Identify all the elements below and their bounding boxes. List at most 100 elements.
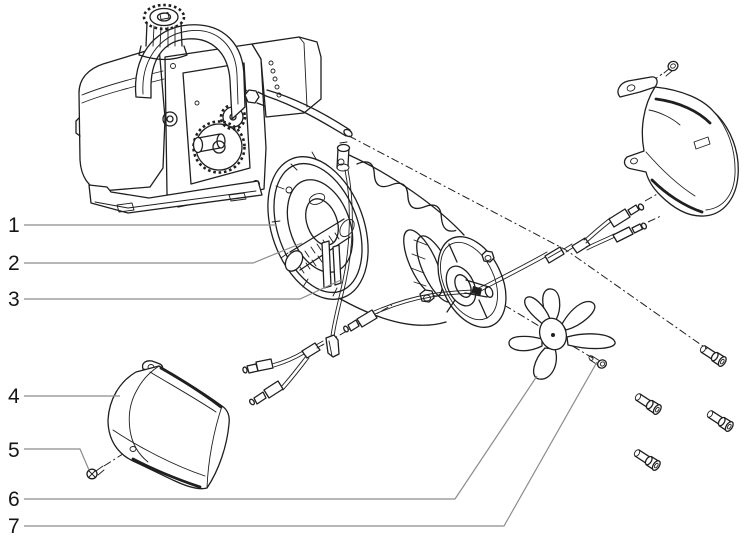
baffle-bottom-band xyxy=(131,457,202,489)
middle-connector xyxy=(356,309,378,328)
lower-connector-1-tip-body xyxy=(246,363,259,374)
harness-wire-1 xyxy=(373,251,548,312)
middle-connector-body xyxy=(347,319,360,332)
baffle-screw-drawing xyxy=(86,465,105,480)
clamp-strip-1 xyxy=(321,240,332,289)
inline-sleeve xyxy=(544,246,565,264)
spade-terminal xyxy=(325,334,340,358)
fan-screw-tip xyxy=(588,355,594,361)
main-assembly-axis xyxy=(348,135,708,350)
base-feet xyxy=(116,192,247,213)
clamp-strip-2 xyxy=(332,244,342,286)
lower-connector-2-tip-body xyxy=(253,391,267,405)
frame-hole-3 xyxy=(170,63,176,69)
terminal-stud-cap xyxy=(339,141,348,144)
brush-cylinder-end xyxy=(284,250,304,272)
baffle-screw-axis xyxy=(103,449,130,467)
wire-run-2 xyxy=(333,169,353,338)
callout-leader-line-5 xyxy=(24,448,90,471)
flange-outer-rim xyxy=(267,156,369,300)
callout-leader-lines xyxy=(24,224,598,527)
lower-connector-1-tip xyxy=(242,366,248,374)
conduit-tube xyxy=(265,89,351,137)
socket-screw-3 xyxy=(706,410,734,432)
fan-hub-center xyxy=(551,333,555,337)
fan-blade-bottom xyxy=(532,347,557,380)
flange-facets xyxy=(271,151,338,297)
wire-harness-upper-drawing xyxy=(373,203,648,315)
bell-nut-top-face xyxy=(484,255,492,261)
flange-hole-3 xyxy=(337,158,345,166)
shroud-screw-drawing xyxy=(663,60,679,77)
brush-assembly-drawing xyxy=(284,218,355,289)
lower-branch-wire-1 xyxy=(271,350,305,368)
lower-y-sleeve xyxy=(301,342,321,359)
lower-connector-1 xyxy=(255,358,274,372)
fan-blade-upper-right xyxy=(561,300,596,331)
callout-number-3: 3 xyxy=(8,288,20,311)
gear-frame-opening xyxy=(182,62,251,185)
gear-shaft-end xyxy=(192,136,204,154)
callout-numbers: 1 2 3 4 5 6 7 xyxy=(8,214,20,538)
fan-blade-right xyxy=(566,333,616,350)
field-wire-squiggle xyxy=(356,161,457,232)
frame-pin xyxy=(194,100,200,106)
callout-leader-line-3 xyxy=(24,279,342,300)
motor-mount-screws-drawing xyxy=(633,345,734,471)
fan-blade-lower-left xyxy=(508,335,543,352)
callout-number-1: 1 xyxy=(8,214,20,237)
bullet-connector-1 xyxy=(608,208,631,228)
callout-leader-line-7 xyxy=(24,361,598,527)
socket-screw-1 xyxy=(699,345,727,367)
knob-top xyxy=(149,7,179,27)
callout-leader-line-2 xyxy=(24,242,303,264)
motor-assembly-drawing xyxy=(267,141,507,358)
knob-center-square xyxy=(159,12,170,20)
gearbox-assembly-drawing xyxy=(75,3,353,214)
lower-branch-wire-2 xyxy=(279,355,310,391)
gear-shaft xyxy=(197,133,221,153)
shroud-top-ear-hole xyxy=(626,84,636,92)
housing-seams xyxy=(81,70,165,104)
motor-flange-drawing xyxy=(267,151,369,300)
callout-number-2: 2 xyxy=(8,252,20,275)
housing-left-notch xyxy=(75,117,81,137)
pressure-knob xyxy=(138,3,188,61)
fan-screw-shank xyxy=(589,355,601,366)
callout-number-4: 4 xyxy=(8,385,20,408)
motor-can-bottom xyxy=(336,296,447,326)
branch-wire-2 xyxy=(585,233,616,251)
baffle-rib xyxy=(112,429,206,477)
hose-fitting-hex xyxy=(244,89,260,104)
fan-blade-upper-left xyxy=(524,296,551,326)
vent-holes xyxy=(268,60,282,98)
inline-sleeve-seam xyxy=(547,249,563,259)
knob-scallop xyxy=(142,3,186,31)
housing-right-block-edge xyxy=(298,36,308,108)
callout-number-7: 7 xyxy=(8,515,20,538)
carry-handle-contour xyxy=(142,30,239,105)
wire-harness-lower-drawing xyxy=(242,309,378,406)
shroud-screw-socket xyxy=(670,63,676,69)
middle-connector-tip xyxy=(343,325,349,333)
spade-terminal-seam xyxy=(328,340,333,357)
frame-boss-hole xyxy=(166,115,174,123)
lower-connector-2 xyxy=(263,380,284,399)
terminal-stud-top xyxy=(336,143,351,153)
baffle-screw-hole xyxy=(129,446,137,452)
bearing-bore xyxy=(454,274,472,298)
base-rail-inner xyxy=(94,190,257,209)
y-junction-sleeve xyxy=(571,237,591,254)
shroud-crease-2 xyxy=(645,151,696,197)
flange-boss xyxy=(308,193,326,205)
motor-shaft-end xyxy=(484,286,494,298)
bullet-connector-2-tip xyxy=(640,222,648,230)
large-gear-teeth xyxy=(192,120,246,174)
fan-drawing xyxy=(508,288,616,380)
vent-slots xyxy=(410,239,428,287)
bullet-connector-2-tip-body xyxy=(631,223,644,234)
callout-number-6: 6 xyxy=(8,488,20,511)
motor-can-top xyxy=(348,154,465,236)
